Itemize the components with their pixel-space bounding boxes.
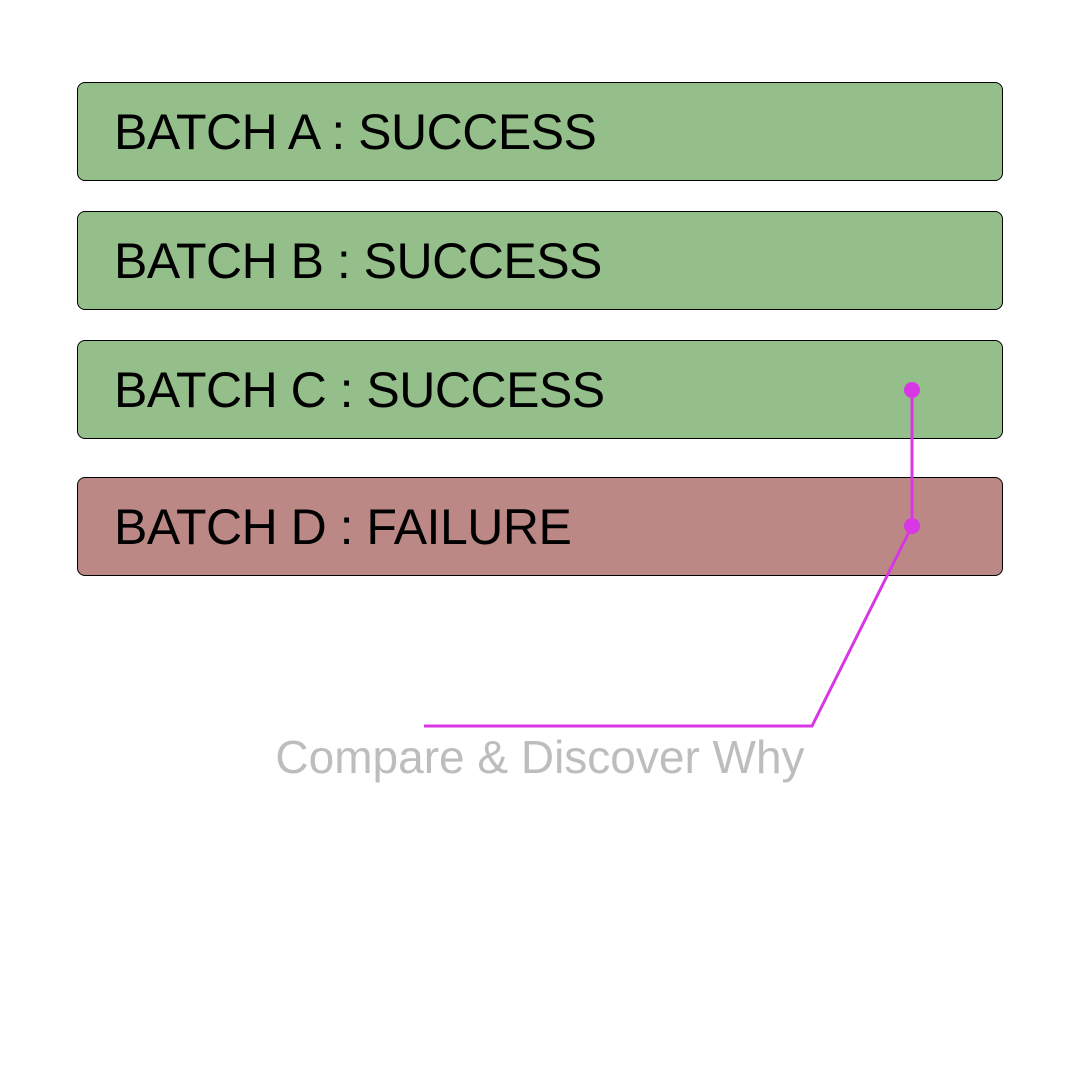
connector-dot-batch-d	[904, 518, 920, 534]
connector-dot-batch-c	[904, 382, 920, 398]
batch-d-box: BATCH D : FAILURE	[77, 477, 1003, 576]
connector-leader-line	[424, 525, 914, 728]
batch-c-box: BATCH C : SUCCESS	[77, 340, 1003, 439]
batch-b-label: BATCH B : SUCCESS	[114, 232, 602, 289]
batch-a-box: BATCH A : SUCCESS	[77, 82, 1003, 181]
batch-d-label: BATCH D : FAILURE	[114, 498, 572, 555]
caption: Compare & Discover Why	[275, 731, 805, 783]
batch-c-label: BATCH C : SUCCESS	[114, 361, 605, 418]
batch-b-box: BATCH B : SUCCESS	[77, 211, 1003, 310]
batch-a-label: BATCH A : SUCCESS	[114, 103, 597, 160]
